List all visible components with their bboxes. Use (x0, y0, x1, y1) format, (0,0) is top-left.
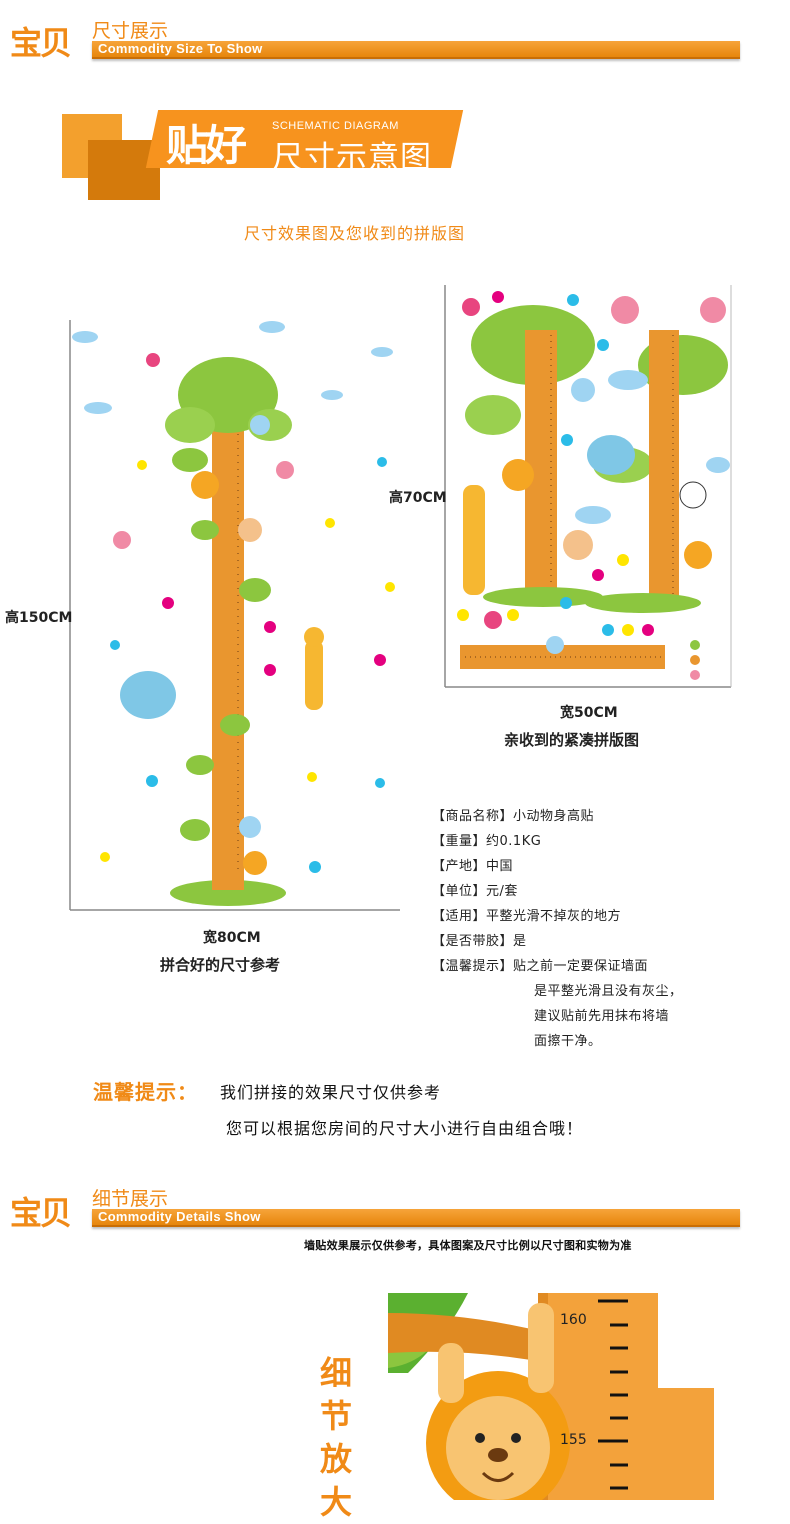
info-row: 【温馨提示】贴之前一定要保证墙面 (432, 959, 649, 974)
height-label-right: 高70CM (389, 490, 447, 506)
section-title: 宝贝 (10, 24, 72, 62)
tip-line-1: 我们拼接的效果尺寸仅供参考 (220, 1083, 442, 1102)
compact-sheet-illustration (444, 285, 732, 688)
zoom-vertical-label: 细 节 放 大 (319, 1354, 352, 1521)
detail-zoom-image (388, 1293, 714, 1500)
banner-text-bold: 贴好 (166, 121, 247, 170)
caption-right: 亲收到的紧凑拼版图 (504, 731, 640, 749)
diagram-caption: 尺寸效果图及您收到的拼版图 (244, 224, 466, 243)
tip-label: 温馨提示： (93, 1080, 198, 1104)
assembled-sticker-illustration (69, 320, 400, 911)
info-row: 【重量】约0.1KG (432, 834, 542, 849)
tick-label-155: 155 (560, 1432, 587, 1448)
info-row: 【适用】平整光滑不掉灰的地方 (432, 909, 622, 924)
tick-label-160: 160 (560, 1312, 587, 1328)
section-english: Commodity Size To Show (98, 41, 263, 56)
caption-left: 拼合好的尺寸参考 (160, 956, 281, 974)
tip-line-2: 您可以根据您房间的尺寸大小进行自由组合哦！ (226, 1119, 584, 1138)
info-row: 【产地】中国 (432, 859, 514, 874)
banner-shape-shadow (88, 140, 160, 200)
info-row: 【单位】元/套 (432, 884, 518, 899)
info-continuation: 建议贴前先用抹布将墙 (534, 1009, 670, 1024)
section-title: 宝贝 (10, 1194, 72, 1232)
banner-text-main: 尺寸示意图 (272, 140, 432, 176)
banner-english: SCHEMATIC DIAGRAM (272, 120, 399, 132)
info-continuation: 面擦干净。 (534, 1034, 602, 1049)
product-info-list: 【商品名称】小动物身高贴 【重量】约0.1KG 【产地】中国 【单位】元/套 【… (432, 805, 683, 1055)
height-label-left: 高150CM (5, 610, 73, 626)
width-label-right: 宽50CM (560, 705, 618, 721)
info-continuation: 是平整光滑且没有灰尘， (534, 984, 683, 999)
section-subtitle: 尺寸展示 (92, 20, 169, 42)
section-bar: Commodity Size To Show (92, 41, 740, 59)
info-row: 【商品名称】小动物身高贴 (432, 809, 595, 824)
width-label-left: 宽80CM (203, 930, 261, 946)
disclaimer-note: 墙贴效果展示仅供参考，具体图案及尺寸比例以尺寸图和实物为准 (304, 1239, 632, 1252)
section-subtitle: 细节展示 (92, 1188, 169, 1210)
info-row: 【是否带胶】是 (432, 934, 527, 949)
section-english: Commodity Details Show (98, 1209, 261, 1224)
section-bar: Commodity Details Show (92, 1209, 740, 1227)
